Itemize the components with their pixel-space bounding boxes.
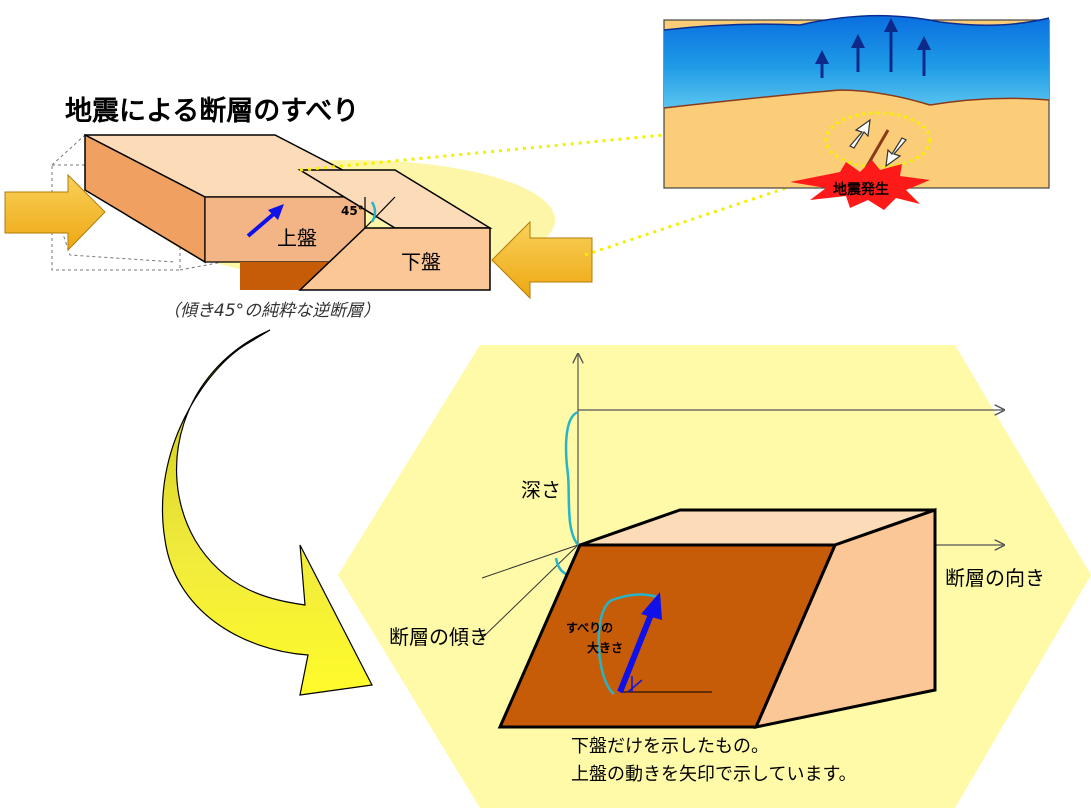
detail-fault-plane [497, 543, 838, 729]
dip-angle-mark [370, 201, 377, 223]
footwall-front [298, 227, 491, 291]
up-slip-arrow [849, 118, 871, 149]
footwall-detail [477, 355, 1003, 730]
uplift-arrows [815, 18, 931, 78]
slip-magnitude-brace [597, 598, 615, 695]
slip-label-line1: すべりの [566, 621, 613, 635]
page-title: 地震による断層のすべり [65, 96, 359, 127]
block-note: （傾き45°の純粋な逆断層） [163, 301, 380, 321]
down-slip-arrow [885, 137, 907, 168]
left-compression-arrow [4, 173, 106, 252]
slip-label-line2: 大きさ [587, 640, 623, 655]
fault-block-diagram: 45° 上盤 下盤 [4, 133, 593, 300]
slip-vector-arrow [617, 610, 655, 694]
hanging-wall-slip-arrow [246, 210, 278, 238]
caption-line1: 下盤だけを示したもの。 [571, 736, 769, 757]
caption-line2: 上盤の動きを矢印で示しています。 [571, 764, 857, 785]
fault-focus-ellipse [824, 111, 932, 169]
footwall-label: 下盤 [401, 250, 441, 274]
inset-fault-line [864, 129, 890, 169]
right-compression-arrow [491, 220, 593, 300]
transition-arrow [161, 329, 373, 696]
seafloor-inset: 地震発生 [663, 14, 1050, 210]
dip-label: 断層の傾き [389, 625, 489, 649]
hanging-wall-label: 上盤 [277, 226, 317, 250]
earthquake-burst [790, 160, 930, 210]
earthquake-label: 地震発生 [833, 181, 889, 198]
depth-label: 深さ [521, 478, 561, 502]
strike-label: 断層の向き [945, 566, 1045, 590]
depth-brace [564, 410, 580, 546]
angle-label: 45° [341, 204, 364, 218]
